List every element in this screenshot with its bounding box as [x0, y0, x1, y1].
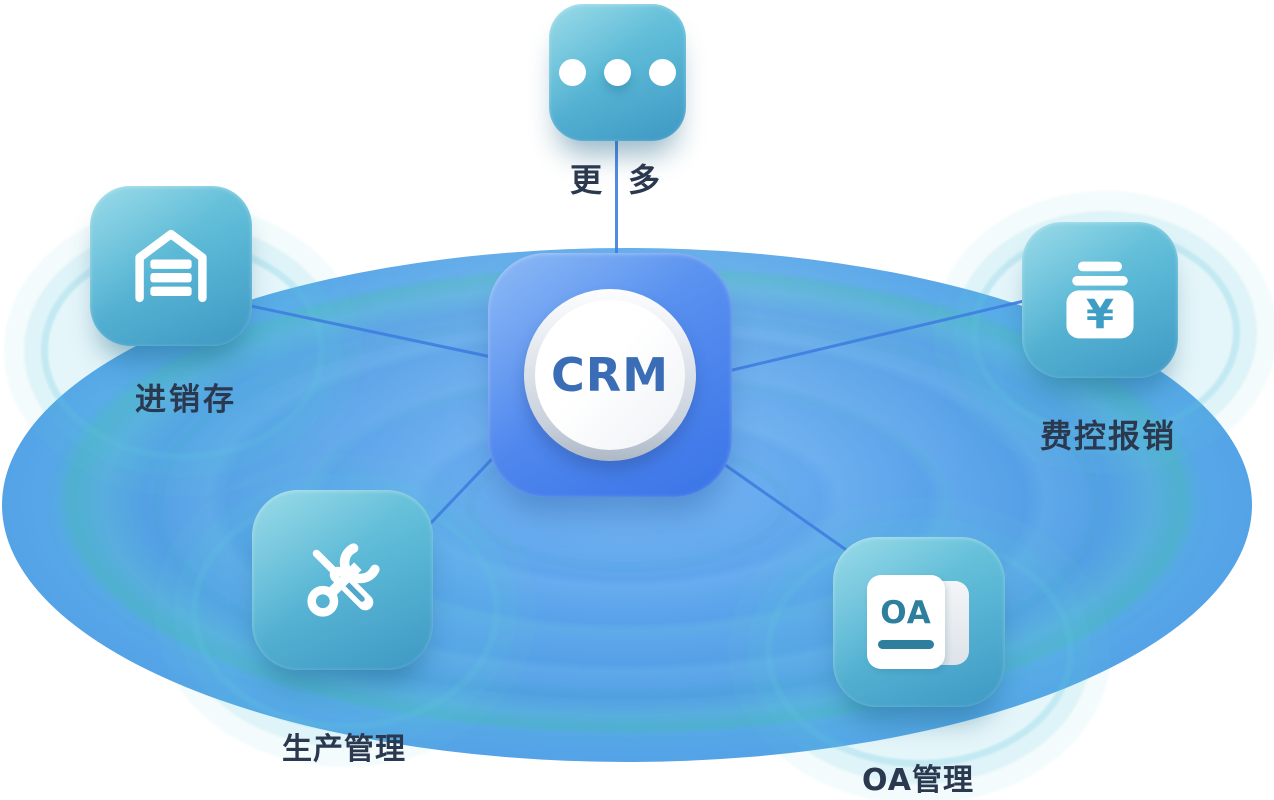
production-tile — [252, 490, 433, 670]
connector-more — [615, 70, 618, 378]
money-jar-icon: ¥ — [1066, 261, 1134, 339]
oa-badge-text: OA — [880, 595, 932, 631]
crm-label: CRM — [551, 348, 669, 402]
yuan-symbol: ¥ — [1086, 292, 1114, 338]
oa-document-icon: OA — [867, 575, 971, 669]
crm-badge-ring: CRM — [524, 289, 696, 461]
expense-label: 费控报销 — [1039, 417, 1177, 455]
inventory-tile — [90, 186, 252, 346]
more-label: 更多 — [570, 161, 687, 199]
inventory-label: 进销存 — [135, 382, 237, 418]
oa-front-card: OA — [867, 575, 945, 669]
crm-hub-tile: CRM — [488, 253, 732, 497]
production-label: 生产管理 — [282, 732, 406, 767]
expense-tile: ¥ — [1022, 222, 1178, 378]
oa-tile: OA — [833, 537, 1005, 707]
crm-badge-face: CRM — [535, 300, 685, 450]
crossed-tools-icon — [306, 543, 380, 617]
more-tile — [549, 4, 686, 141]
oa-underline-bar — [878, 640, 934, 649]
oa-label: OA管理 — [862, 763, 974, 798]
ellipsis-icon — [559, 59, 676, 86]
warehouse-icon — [135, 229, 207, 303]
